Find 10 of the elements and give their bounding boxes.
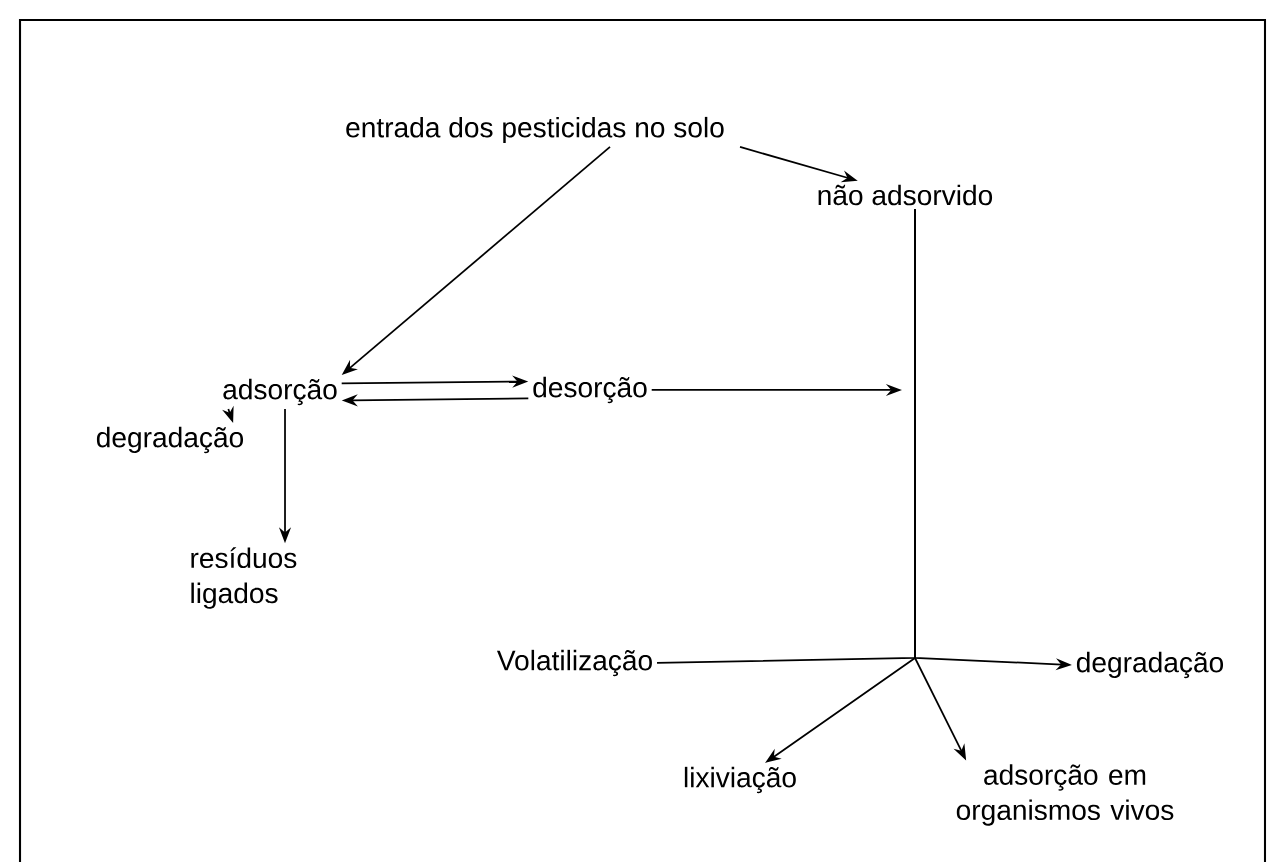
process-label: resíduos ligados [191, 547, 297, 609]
process-label: não adsorvido [818, 184, 993, 206]
process-label: desorção [533, 376, 647, 404]
process-label: lixiviação [684, 766, 796, 794]
process-label: degradação [96, 426, 244, 454]
process-label: Volatilização [496, 649, 652, 677]
process-label: entrada dos pesticidas no solo [346, 116, 724, 144]
process-label: adsorção em organismos vivos [956, 764, 1174, 826]
process-label: degradação [1076, 651, 1224, 679]
process-label: adsorção [223, 378, 337, 406]
